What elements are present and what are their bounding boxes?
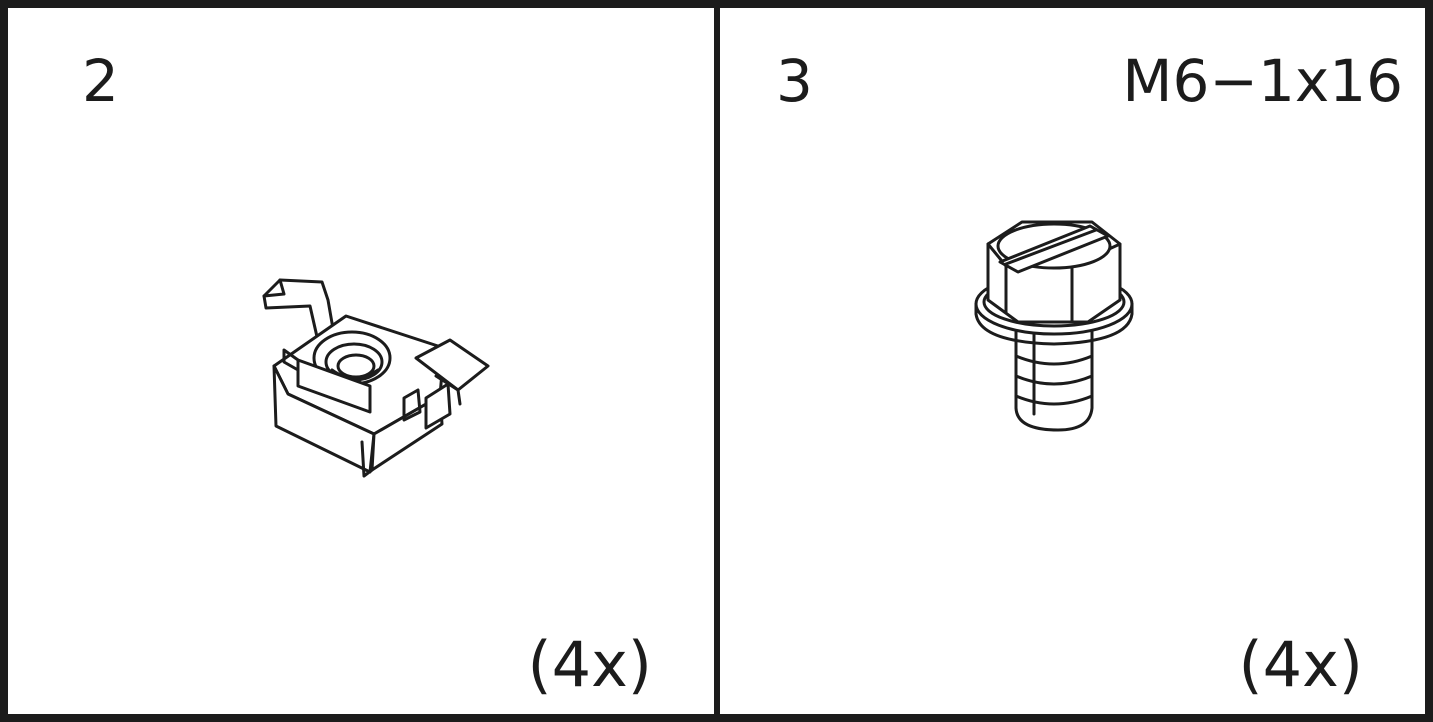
part-panel-3: 3 M6−1x16 (4x)	[714, 0, 1433, 722]
screw-spec: M6−1x16	[1122, 47, 1403, 115]
hex-flange-screw-icon	[974, 220, 1134, 432]
part-number: 3	[776, 47, 813, 115]
part-number: 2	[82, 47, 119, 115]
part-quantity: (4x)	[527, 628, 652, 701]
part-panel-2: 2 (4x)	[0, 0, 722, 722]
cage-nut-icon	[262, 278, 490, 478]
part-quantity: (4x)	[1238, 628, 1363, 701]
